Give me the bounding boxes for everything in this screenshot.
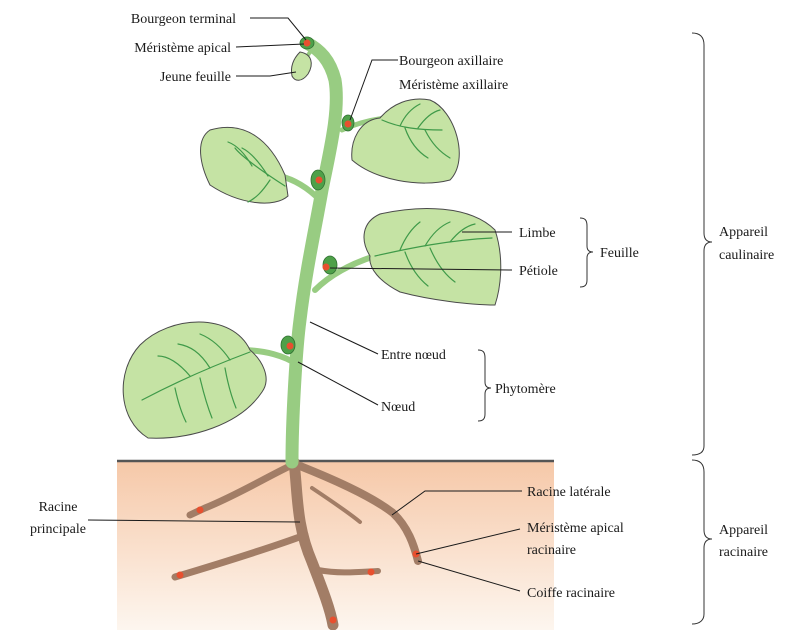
label-noeud: Nœud [381, 400, 415, 415]
leaf-upper-right [352, 99, 460, 183]
bracket-phytomere [478, 350, 491, 421]
axillary-meristem-dot-right [323, 264, 330, 271]
label-appareil-racinaire-1: Appareil [719, 523, 768, 538]
label-racine-laterale: Racine latérale [527, 485, 611, 500]
label-bourgeon-axillaire: Bourgeon axillaire [399, 54, 503, 69]
label-limbe: Limbe [519, 226, 556, 241]
label-appareil-caulinaire-2: caulinaire [719, 248, 774, 263]
root-tip-dot-left-upper [197, 507, 204, 514]
young-leaf [291, 52, 311, 80]
stem-system [240, 43, 385, 462]
label-racine-principale-2: principale [30, 522, 86, 537]
root-tip-dot-right-lower [368, 569, 375, 576]
label-bourgeon-terminal: Bourgeon terminal [131, 12, 236, 27]
bracket-feuille [580, 218, 593, 287]
root-tip-dot-main [330, 617, 337, 624]
label-appareil-caulinaire-1: Appareil [719, 225, 768, 240]
leaf-middle-left [201, 127, 288, 203]
label-petiole: Pétiole [519, 264, 558, 279]
label-coiffe-racinaire: Coiffe racinaire [527, 586, 615, 601]
bracket-caulinaire [692, 33, 712, 455]
axillary-meristem-dot-lower [287, 343, 294, 350]
axillary-meristem-dot-upper [345, 121, 352, 128]
label-entre-noeud: Entre nœud [381, 348, 446, 363]
root-tip-dot-left-lower [177, 572, 184, 579]
label-jeune-feuille: Jeune feuille [160, 70, 231, 85]
leaf-right [364, 209, 501, 305]
label-feuille: Feuille [600, 246, 639, 261]
bracket-racinaire [692, 460, 712, 624]
main-stem [292, 43, 336, 462]
leaf-lower-left [123, 322, 266, 438]
soil [117, 461, 554, 630]
label-phytomere: Phytomère [495, 382, 556, 397]
label-meristeme-axillaire: Méristème axillaire [399, 78, 508, 93]
apical-meristem-dot [304, 40, 311, 47]
label-meristeme-apical-racinaire-1: Méristème apical [527, 521, 624, 536]
label-appareil-racinaire-2: racinaire [719, 545, 768, 560]
label-racine-principale-1: Racine [39, 500, 78, 515]
label-meristeme-apical: Méristème apical [134, 41, 231, 56]
axillary-meristem-dot-middle [316, 177, 323, 184]
label-meristeme-apical-racinaire-2: racinaire [527, 543, 576, 558]
